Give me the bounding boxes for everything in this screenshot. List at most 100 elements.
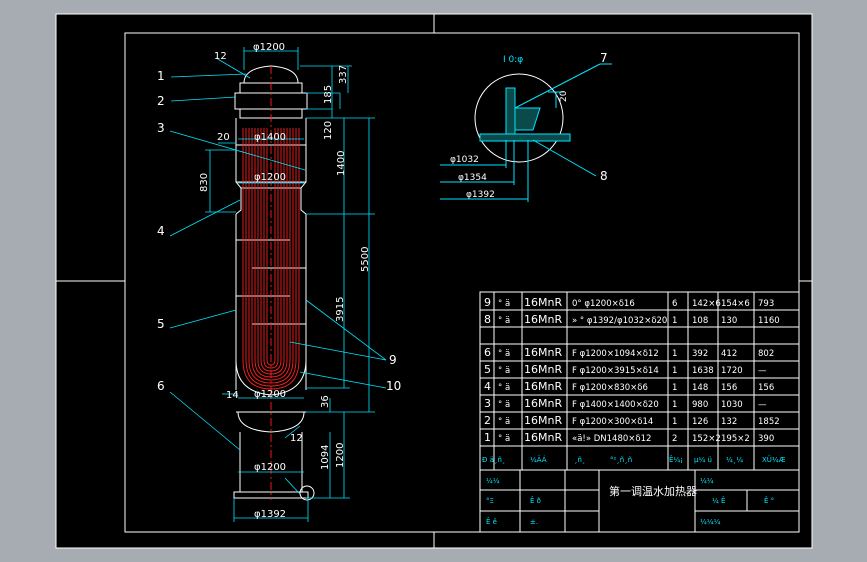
- part-qty: 6: [672, 299, 677, 309]
- part-no: 9: [484, 296, 491, 309]
- part-mat: 16MnR: [524, 397, 562, 410]
- tb-r3c2: ±.: [530, 518, 538, 526]
- part-no: 8: [484, 313, 491, 326]
- hdr-spec: ¸ñ¸: [574, 456, 585, 464]
- part-total: 793: [758, 299, 774, 309]
- part-total: 156: [758, 383, 774, 393]
- tb-r2c2: Ê ð: [530, 496, 541, 505]
- drawing-title: 第一调温水加热器: [609, 484, 697, 498]
- part-total: —: [758, 366, 767, 376]
- tb-r1c1: ¼¼: [486, 477, 500, 485]
- parts-table: [479, 291, 800, 533]
- part-w1: 980: [692, 400, 708, 410]
- hdr-name: °²¸ñ¸ñ: [610, 456, 632, 464]
- part-w1: 142×6: [692, 299, 721, 309]
- leader-4: 4: [157, 224, 165, 238]
- viewport-bounds: [56, 14, 812, 548]
- dim-bottom-dia: φ1200: [254, 389, 286, 400]
- leader-7: 7: [600, 51, 608, 65]
- tb-right-r3: ¼¼¼: [700, 518, 721, 526]
- table-header: Ð ä¸ñ¸ ¼ÄÁ ¸ñ¸ °²¸ñ¸ñ Ê¼¡ µ¼ ü ¼¸¼ XÜ¼Æ: [482, 455, 786, 464]
- dim-h-1400: 1400: [336, 151, 347, 176]
- hdr-material: ¼ÄÁ: [530, 455, 547, 464]
- part-w2: 154×6: [721, 299, 750, 309]
- bottom-head: [237, 411, 305, 433]
- part-no: 6: [484, 346, 491, 359]
- part-no: 2: [484, 414, 491, 427]
- leader-5: 5: [157, 317, 165, 331]
- detail-dia-1032: φ1032: [450, 155, 479, 165]
- dim-h-5500: 5500: [360, 247, 371, 272]
- part-n: ° ä: [498, 349, 510, 359]
- dim-h-337: 337: [338, 65, 349, 84]
- part-qty: 1: [672, 400, 677, 410]
- part-w2: 156: [721, 383, 737, 393]
- part-w1: 126: [692, 417, 708, 427]
- part-w1: 108: [692, 316, 708, 326]
- dim-shell-dia: φ1200: [254, 172, 286, 183]
- hdr-total-wt: ¼¸¼: [726, 456, 743, 464]
- hdr-remark: XÜ¼Æ: [762, 455, 786, 464]
- part-w2: 130: [721, 316, 737, 326]
- part-qty: 2: [672, 434, 677, 444]
- part-no: 4: [484, 380, 491, 393]
- part-w2: 412: [721, 349, 737, 359]
- part-w2: 132: [721, 417, 737, 427]
- tb-r2c1: °Ξ: [486, 497, 494, 505]
- part-qty: 1: [672, 417, 677, 427]
- part-mat: 16MnR: [524, 431, 562, 444]
- leader-labels: 1 2 3 4 5 6 7 8 9 10: [157, 51, 608, 393]
- leader-3: 3: [157, 121, 165, 135]
- part-w1: 152×2: [692, 434, 721, 444]
- part-total: —: [758, 400, 767, 410]
- leader-1: 1: [157, 69, 165, 83]
- leader-9: 9: [389, 353, 397, 367]
- dim-h-3915: 3915: [335, 297, 346, 322]
- dim-w-14: 14: [226, 390, 239, 401]
- part-n: ° ä: [498, 434, 510, 444]
- part-no: 5: [484, 363, 491, 376]
- tube-bundle: [242, 66, 300, 500]
- leader-6: 6: [157, 379, 165, 393]
- tb-r3c1: Ê ê: [486, 517, 497, 526]
- tb-right-r2b: Ê °: [764, 496, 774, 505]
- part-no: 1: [484, 431, 491, 444]
- part-n: ° ä: [498, 400, 510, 410]
- part-mat: 16MnR: [524, 363, 562, 376]
- dim-h-36: 36: [320, 395, 331, 408]
- part-n: ° ä: [498, 316, 510, 326]
- part-mat: 16MnR: [524, 380, 562, 393]
- dim-base-dia: φ1200: [254, 462, 286, 473]
- dim-top-dia: φ1200: [253, 42, 285, 53]
- detail-labels: I 0:φ 20 φ1032 φ1354 φ1392: [450, 55, 569, 200]
- vessel-elevation: [233, 65, 315, 501]
- dim-h-120: 120: [323, 121, 334, 140]
- part-total: 1852: [758, 417, 780, 427]
- part-w2: 195×2: [721, 434, 750, 444]
- dim-thick-12-top: 12: [214, 51, 227, 62]
- dim-h-185: 185: [323, 85, 334, 104]
- part-w2: 1030: [721, 400, 743, 410]
- part-total: 802: [758, 349, 774, 359]
- dim-h-1200: 1200: [335, 443, 346, 468]
- dim-skirt-dia: φ1392: [254, 509, 286, 520]
- detail-dia-1354: φ1354: [458, 173, 487, 183]
- dim-flange-dia: φ1400: [254, 132, 286, 143]
- part-qty: 1: [672, 349, 677, 359]
- part-n: ° ä: [498, 366, 510, 376]
- part-desc: F φ1200×300×δ14: [572, 417, 653, 427]
- part-n: ° ä: [498, 299, 510, 309]
- tb-right-r1: ¼¼: [700, 477, 714, 485]
- drawing-frame: [124, 32, 800, 533]
- part-n: ° ä: [498, 417, 510, 427]
- dim-h-1094: 1094: [320, 445, 331, 470]
- part-mat: 16MnR: [524, 346, 562, 359]
- part-desc: F φ1200×830×δ6: [572, 383, 648, 393]
- hdr-unit-wt: µ¼ ü: [694, 456, 712, 464]
- part-desc: F φ1200×3915×δ14: [572, 366, 659, 376]
- detail-title: I 0:φ: [503, 55, 523, 65]
